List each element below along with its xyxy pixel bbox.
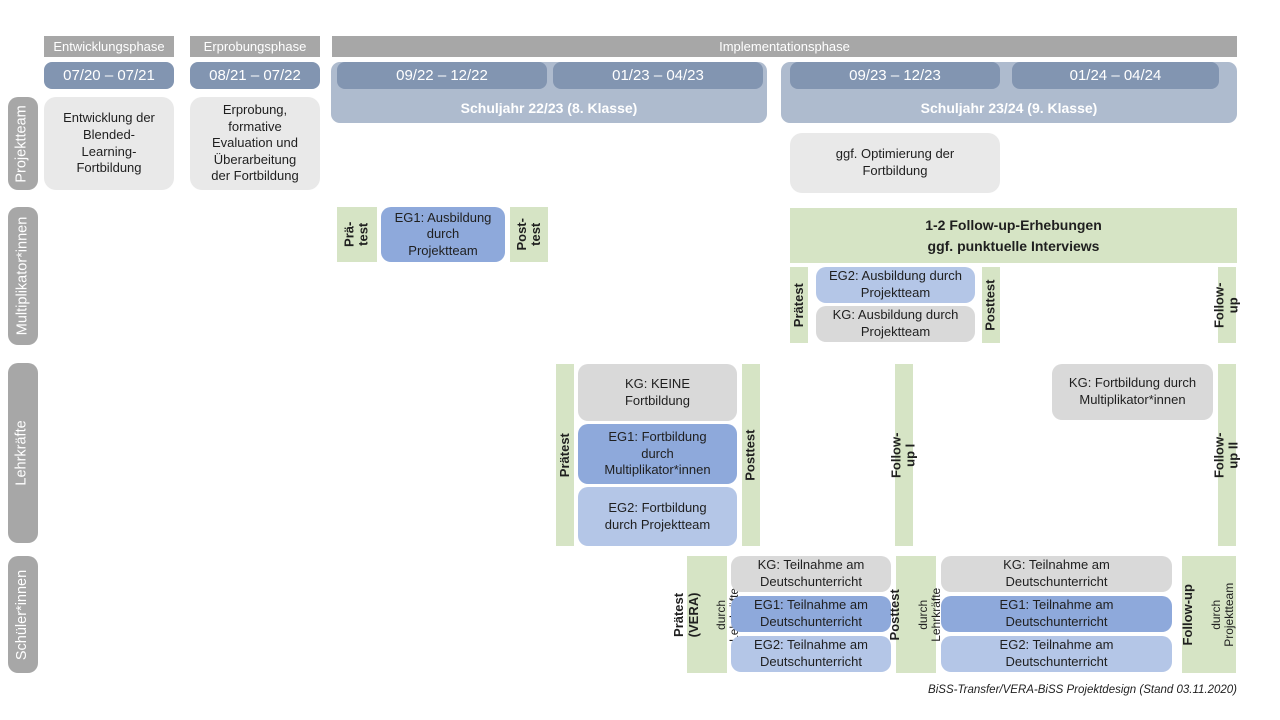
- followup-schueler-label: Follow-up: [1180, 583, 1196, 646]
- date-bar-0123-0423: 01/23 – 04/23: [553, 62, 763, 89]
- bar-followup-1-lehrkraefte: Follow-up I: [889, 364, 918, 546]
- bar-praetest-lehrkraefte: Prätest: [556, 364, 574, 546]
- praetest-vera-label: Prätest (VERA): [671, 592, 701, 637]
- row-label-projektteam: Projektteam: [8, 97, 38, 190]
- bar-followup-multiplikator-text: Follow-up: [1211, 282, 1241, 328]
- bar-posttest-multiplikator-1: Post- test: [510, 207, 548, 262]
- bar-praetest-multiplikator-2-text: Prätest: [790, 282, 806, 328]
- box-eg2-ausbildung-projektteam: EG2: Ausbildung durch Projektteam: [816, 267, 975, 303]
- bar-praetest-multiplikator-2: Prätest: [790, 267, 808, 343]
- box-kg-keine-fortbildung: KG: KEINE Fortbildung: [578, 364, 737, 421]
- phase-bar-entwicklungsphase: Entwicklungsphase: [44, 36, 174, 57]
- date-bar-0923-1223: 09/23 – 12/23: [790, 62, 1000, 89]
- box-kg-teilnahme-2: KG: Teilnahme am Deutschunterricht: [941, 556, 1172, 592]
- bar-praetest-multiplikator-1: Prä- test: [337, 207, 377, 262]
- date-bar-0720-0721: 07/20 – 07/21: [44, 62, 174, 89]
- bar-praetest-vera-schueler: Prätest (VERA) durch Lehrkräfte: [671, 556, 741, 673]
- diagram-caption: BiSS-Transfer/VERA-BiSS Projektdesign (S…: [928, 684, 1237, 696]
- bar-posttest-multiplikator-1-text: Post- test: [513, 218, 543, 251]
- row-label-schuelerinnen-text: Schüler*innen: [14, 569, 31, 660]
- row-label-lehrkraefte: Lehrkräfte: [8, 363, 38, 543]
- bar-followup-2-lehrkraefte: Follow-up II: [1212, 364, 1241, 546]
- bar-posttest-schueler: Posttest durch Lehrkräfte: [888, 556, 943, 673]
- row-label-schuelerinnen: Schüler*innen: [8, 556, 38, 673]
- bar-posttest-lehrkraefte-text: Posttest: [742, 429, 758, 481]
- box-entwicklung-blended-learning: Entwicklung der Blended- Learning- Fortb…: [44, 97, 174, 190]
- phase-bar-erprobungsphase: Erprobungsphase: [190, 36, 320, 57]
- row-label-multiplikatorinnen-text: Multiplikator*innen: [14, 216, 31, 336]
- bar-followup-schueler: Follow-up durch Projektteam: [1181, 556, 1236, 673]
- bar-followup-2-lehrkraefte-text: Follow-up II: [1211, 432, 1241, 478]
- bar-followup-multiplikator: Follow-up: [1212, 267, 1241, 343]
- box-eg2-teilnahme-2: EG2: Teilnahme am Deutschunterricht: [941, 636, 1172, 672]
- box-eg1-teilnahme-1: EG1: Teilnahme am Deutschunterricht: [731, 596, 891, 632]
- bar-posttest-multiplikator-2-text: Posttest: [982, 279, 998, 331]
- bar-posttest-multiplikator-2: Posttest: [982, 267, 1000, 343]
- box-eg1-fortbildung-multiplikatoren: EG1: Fortbildung durch Multiplikator*inn…: [578, 424, 737, 484]
- row-label-multiplikatorinnen: Multiplikator*innen: [8, 207, 38, 345]
- box-eg2-fortbildung-projektteam: EG2: Fortbildung durch Projektteam: [578, 487, 737, 546]
- bar-followup-schueler-text: Follow-up durch Projektteam: [1167, 582, 1251, 646]
- box-kg-teilnahme-1: KG: Teilnahme am Deutschunterricht: [731, 556, 891, 592]
- box-eg2-teilnahme-1: EG2: Teilnahme am Deutschunterricht: [731, 636, 891, 672]
- box-eg1-teilnahme-2: EG1: Teilnahme am Deutschunterricht: [941, 596, 1172, 632]
- date-bar-0821-0722: 08/21 – 07/22: [190, 62, 320, 89]
- bar-praetest-lehrkraefte-text: Prätest: [556, 432, 572, 478]
- row-label-lehrkraefte-text: Lehrkräfte: [14, 420, 31, 486]
- followup-schueler-sublabel: durch Projektteam: [1209, 582, 1237, 647]
- row-label-projektteam-text: Projektteam: [14, 104, 31, 183]
- posttest-schueler-sublabel: durch Lehrkräfte: [916, 587, 944, 642]
- box-kg-fortbildung-multiplikatoren: KG: Fortbildung durch Multiplikator*inne…: [1052, 364, 1213, 420]
- date-bar-0124-0424: 01/24 – 04/24: [1012, 62, 1219, 89]
- bar-followup-erhebungen: 1-2 Follow-up-Erhebungen ggf. punktuelle…: [790, 208, 1237, 263]
- bar-followup-1-lehrkraefte-text: Follow-up I: [888, 432, 918, 478]
- phase-bar-implementationsphase: Implementationsphase: [332, 36, 1237, 57]
- bar-posttest-lehrkraefte: Posttest: [742, 364, 760, 546]
- posttest-schueler-label: Posttest: [887, 588, 903, 641]
- box-kg-ausbildung-projektteam: KG: Ausbildung durch Projektteam: [816, 306, 975, 342]
- date-bar-0922-1222: 09/22 – 12/22: [337, 62, 547, 89]
- box-optimierung-fortbildung: ggf. Optimierung der Fortbildung: [790, 133, 1000, 193]
- box-eg1-ausbildung-projektteam: EG1: Ausbildung durch Projektteam: [381, 207, 505, 262]
- box-erprobung-evaluation: Erprobung, formative Evaluation und Über…: [190, 97, 320, 190]
- bar-praetest-multiplikator-1-text: Prä- test: [341, 221, 371, 248]
